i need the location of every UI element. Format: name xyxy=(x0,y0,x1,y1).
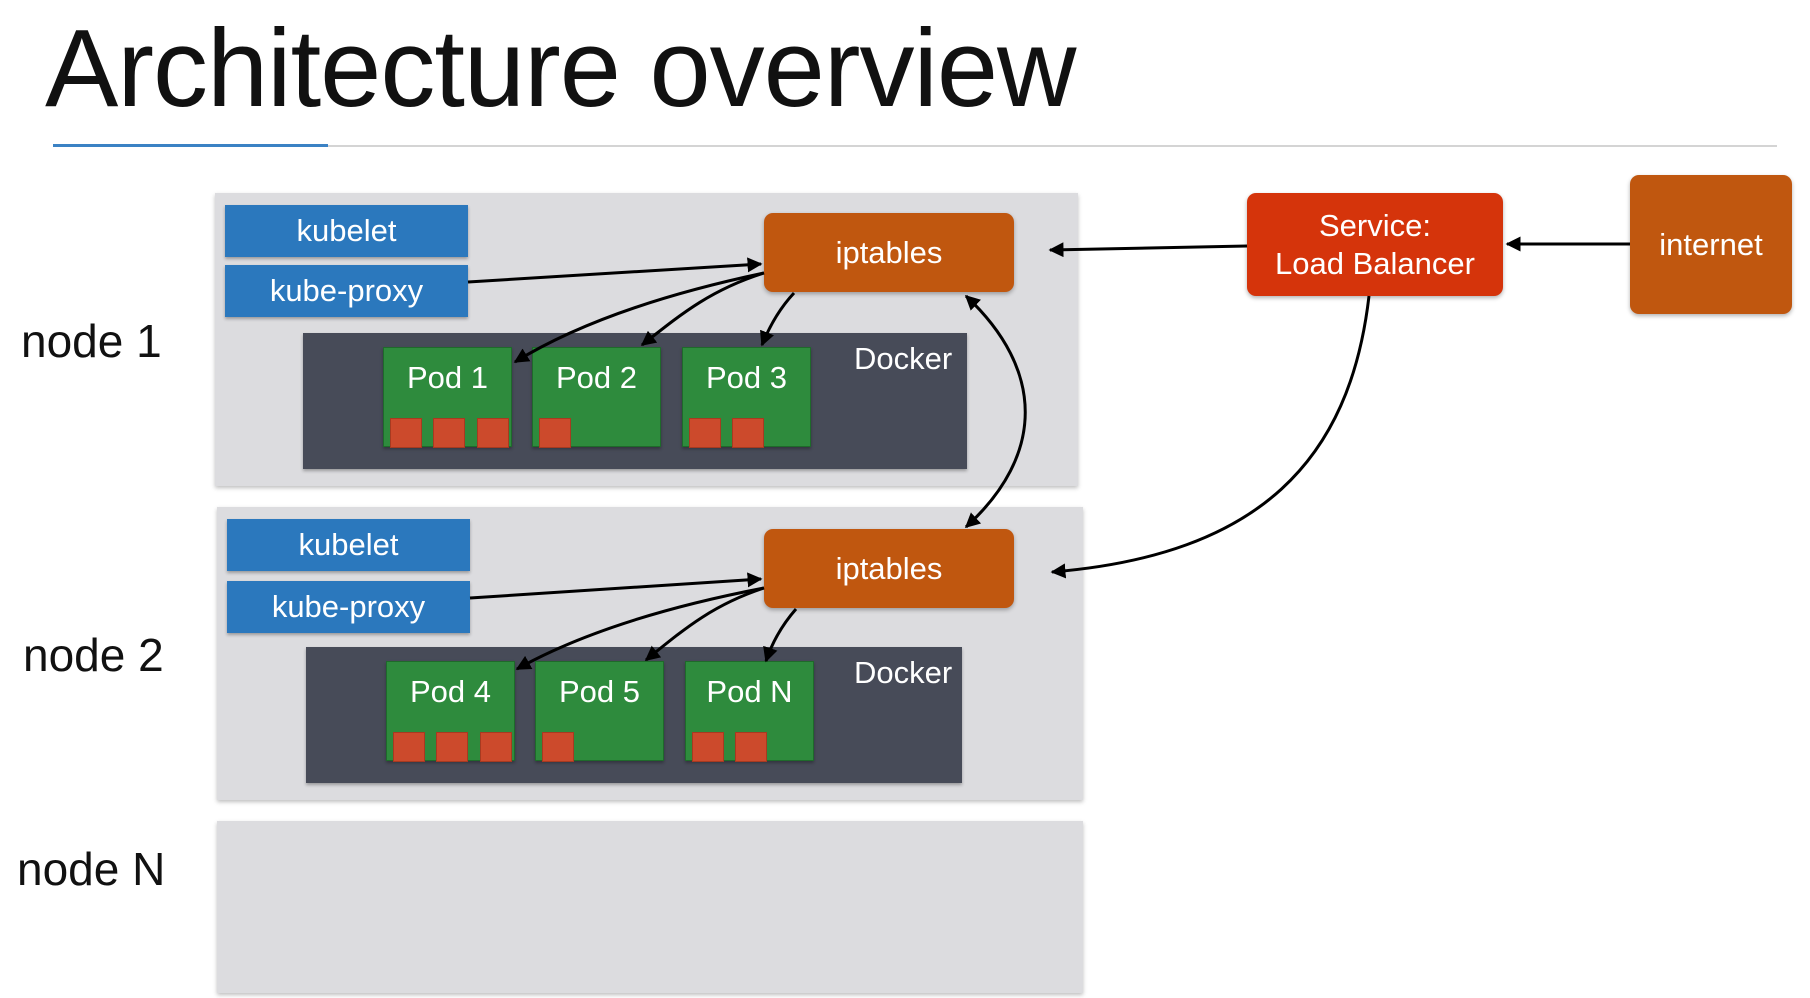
pod-3-container xyxy=(689,418,721,448)
pod-n-container xyxy=(692,732,724,762)
node-2-docker-label: Docker xyxy=(854,655,953,690)
title-divider xyxy=(53,145,1777,147)
service-line-1: Service: xyxy=(1319,208,1431,244)
node-2-kube-proxy: kube-proxy xyxy=(227,581,470,633)
node-1-box: kubelet kube-proxy Docker Pod 1 Pod 2 Po… xyxy=(215,193,1078,486)
node-1-docker-label: Docker xyxy=(854,341,953,376)
node-1-iptables: iptables xyxy=(764,213,1014,292)
pod-1-container xyxy=(433,418,465,448)
node-1-docker: Docker Pod 1 Pod 2 Pod 3 xyxy=(303,333,967,469)
pod-4-container xyxy=(436,732,468,762)
pod-1: Pod 1 xyxy=(383,347,512,448)
pod-4-container xyxy=(480,732,512,762)
node-2-kubelet: kubelet xyxy=(227,519,470,571)
pod-1-container xyxy=(390,418,422,448)
page-title: Architecture overview xyxy=(45,7,1076,130)
pod-5-container xyxy=(542,732,574,762)
node-2-iptables: iptables xyxy=(764,529,1014,608)
node-1-kubelet: kubelet xyxy=(225,205,468,257)
pod-3-label: Pod 3 xyxy=(705,360,787,395)
pod-4: Pod 4 xyxy=(386,661,515,762)
pod-5-label: Pod 5 xyxy=(558,674,640,709)
pod-n-label: Pod N xyxy=(706,674,793,709)
node-2-label: node 2 xyxy=(23,629,164,681)
pod-5: Pod 5 xyxy=(535,661,664,762)
pod-n: Pod N xyxy=(685,661,814,762)
pod-4-container xyxy=(393,732,425,762)
pod-4-label: Pod 4 xyxy=(409,674,491,709)
pod-2-label: Pod 2 xyxy=(555,360,637,395)
service-load-balancer: Service: Load Balancer xyxy=(1247,193,1503,296)
arrow-service-to-iptables-2 xyxy=(1050,295,1371,579)
node-1-kube-proxy: kube-proxy xyxy=(225,265,468,317)
pod-3-container xyxy=(732,418,764,448)
service-line-2: Load Balancer xyxy=(1275,245,1475,281)
node-n-box xyxy=(217,821,1083,993)
node-2-docker: Docker Pod 4 Pod 5 Pod N xyxy=(306,647,962,783)
node-n-label: node N xyxy=(17,843,166,895)
pod-3: Pod 3 xyxy=(682,347,811,448)
title-accent-line xyxy=(53,144,328,147)
pod-2-container xyxy=(539,418,571,448)
node-2-box: kubelet kube-proxy Docker Pod 4 Pod 5 Po… xyxy=(217,507,1083,800)
internet-box: internet xyxy=(1630,175,1792,314)
pod-1-container xyxy=(477,418,509,448)
node-1-label: node 1 xyxy=(21,315,162,367)
pod-1-label: Pod 1 xyxy=(406,360,488,395)
pod-n-container xyxy=(735,732,767,762)
arrow-service-to-iptables-1 xyxy=(1048,242,1248,258)
pod-2: Pod 2 xyxy=(532,347,661,448)
